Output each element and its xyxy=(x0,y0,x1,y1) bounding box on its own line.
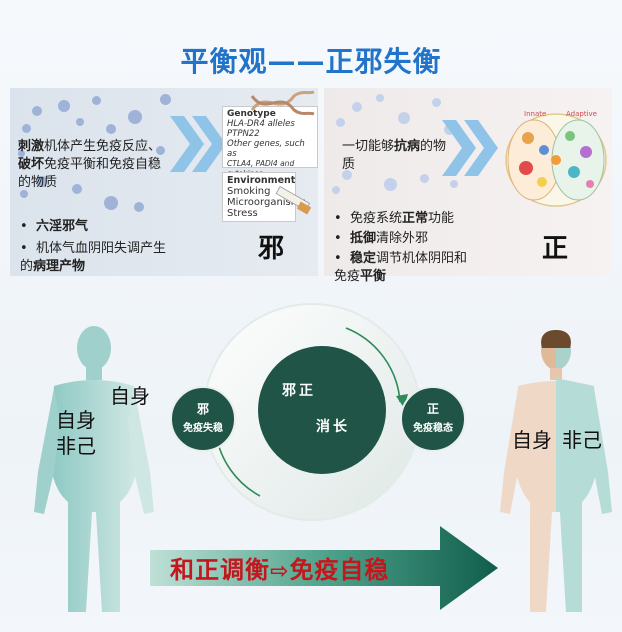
bubble xyxy=(22,124,31,133)
righteous-bullet-1-suffix: 功能 xyxy=(427,211,454,226)
adaptive-label: Adaptive xyxy=(566,110,597,118)
immune-system-icon: Innate Adaptive xyxy=(505,110,607,207)
desc-part-1: 刺激 xyxy=(18,139,45,154)
banner-right: 免疫自稳 xyxy=(289,556,390,584)
right-human-figure-icon xyxy=(500,330,612,612)
genotype-line: PTPN22 xyxy=(227,129,260,139)
righteous-char: 正 xyxy=(542,234,569,264)
environment-line: Microorganisms xyxy=(227,197,306,208)
cycle-arrow-top xyxy=(345,327,401,403)
bubble xyxy=(106,124,116,134)
evil-bullet-2-prefix: 机体气血阴阳失调产生的 xyxy=(20,241,166,274)
righteous-node: 正 免疫稳态 xyxy=(400,386,466,452)
righteous-bullet-3-bold2: 平衡 xyxy=(360,269,387,284)
genotype-heading: Genotype xyxy=(227,109,276,119)
righteous-bullet-1: • 免疫系统正常功能 xyxy=(334,211,454,226)
genotype-line: Other genes, such as xyxy=(227,139,305,159)
bubble xyxy=(376,94,384,102)
environment-heading: Environment xyxy=(227,175,296,186)
righteous-bullet-2: • 抵御清除外邪 xyxy=(334,231,428,246)
righteous-panel: 一切能够抗病的物质 Innate Adaptive • 免疫系统正常功能 • 抵… xyxy=(324,88,612,284)
bubble xyxy=(18,150,25,157)
genotype-line: HLA-DR4 alleles xyxy=(227,119,295,129)
bubble xyxy=(104,196,118,210)
righteous-description: 一切能够抗病的物质 xyxy=(342,138,452,174)
righteous-bullet-1-bold: 正常 xyxy=(401,211,428,226)
center-node: 邪正 消长 xyxy=(258,346,386,474)
left-label-nonself: 非己 xyxy=(56,434,96,458)
left-human-figure-icon xyxy=(34,326,154,612)
banner-text: 和正调衡⇨免疫自稳 xyxy=(170,550,389,585)
desc-part-3: 破坏 xyxy=(18,157,45,172)
bubble xyxy=(58,100,70,112)
bubble xyxy=(156,146,165,155)
bubble xyxy=(420,174,429,183)
bubble xyxy=(332,186,340,194)
left-label-self-upper: 自身 xyxy=(110,384,150,408)
environment-line: Smoking xyxy=(227,186,271,197)
right-label-nonself: 非己 xyxy=(562,428,602,452)
center-line-2: 消长 xyxy=(316,419,350,435)
bubble xyxy=(92,96,101,105)
evil-bullet-2: • 机体气血阴阳失调产生的病理产物 xyxy=(20,241,166,274)
righteous-bullet-3: • 稳定调节机体阴阳和免疫平衡 xyxy=(334,251,467,284)
evil-bullet-2-bold: 病理产物 xyxy=(33,259,86,274)
evil-bullet-1: • 六淫邪气 xyxy=(20,219,88,234)
chevron-arrows-icon xyxy=(442,120,498,176)
bubble xyxy=(352,102,362,112)
bubble xyxy=(128,110,142,124)
bubble xyxy=(160,94,171,105)
environment-line: Stress xyxy=(227,208,258,219)
center-line-1: 邪正 xyxy=(282,383,316,399)
evil-char: 邪 xyxy=(258,234,285,264)
bubble xyxy=(72,184,82,194)
desc-part-4: 免疫平衡和免疫自稳的物质 xyxy=(18,157,162,190)
page-title: 平衡观——正邪失衡 xyxy=(180,45,442,78)
bubble xyxy=(76,118,84,126)
right-label-self: 自身 xyxy=(512,428,552,452)
righteous-bullet-3-bold: 稳定 xyxy=(349,251,376,266)
cigarette-icon xyxy=(275,185,312,215)
bubble xyxy=(342,170,352,180)
chevron-arrows-icon xyxy=(170,116,226,172)
bubble xyxy=(384,178,397,191)
banner-left: 和正调衡 xyxy=(170,556,270,584)
bubble xyxy=(336,118,345,127)
bubble xyxy=(450,180,458,188)
righteous-node-sub: 免疫稳态 xyxy=(413,423,453,434)
banner-arrow-icon xyxy=(150,526,498,610)
bubble xyxy=(134,202,144,212)
righteous-bullet-2-suffix: 清除外邪 xyxy=(375,231,428,246)
bubble xyxy=(20,190,28,198)
righteous-bullet-2-bold: 抵御 xyxy=(349,231,376,246)
righteous-node-title: 正 xyxy=(426,402,439,416)
innate-label: Innate xyxy=(524,110,546,118)
evil-node: 邪 免疫失稳 xyxy=(170,386,236,452)
evil-node-title: 邪 xyxy=(196,402,209,416)
evil-bullet-1-text: 六淫邪气 xyxy=(35,219,88,234)
righteous-desc-suffix: 的物质 xyxy=(342,139,447,172)
left-label-self-lower: 自身 xyxy=(56,408,96,432)
evil-panel: 刺激机体产生免疫反应、破坏免疫平衡和免疫自稳的物质 Genotype HLA-D… xyxy=(10,88,318,276)
righteous-bullet-1-prefix: 免疫系统 xyxy=(349,211,402,226)
righteous-bullet-3-mid: 调节机体阴阳和免疫 xyxy=(334,251,467,284)
evil-node-sub: 免疫失稳 xyxy=(183,423,223,434)
righteous-desc-bold: 抗病 xyxy=(394,139,421,154)
righteous-desc-prefix: 一切能够 xyxy=(342,139,395,154)
bubble xyxy=(432,98,441,107)
bubble xyxy=(398,112,410,124)
banner-arrow-glyph: ⇨ xyxy=(270,559,290,584)
desc-part-2: 机体产生免疫反应、 xyxy=(44,139,162,154)
bubble xyxy=(36,176,47,187)
evil-description: 刺激机体产生免疫反应、破坏免疫平衡和免疫自稳的物质 xyxy=(18,138,168,192)
bubble xyxy=(32,106,42,116)
dna-icon xyxy=(250,90,315,116)
